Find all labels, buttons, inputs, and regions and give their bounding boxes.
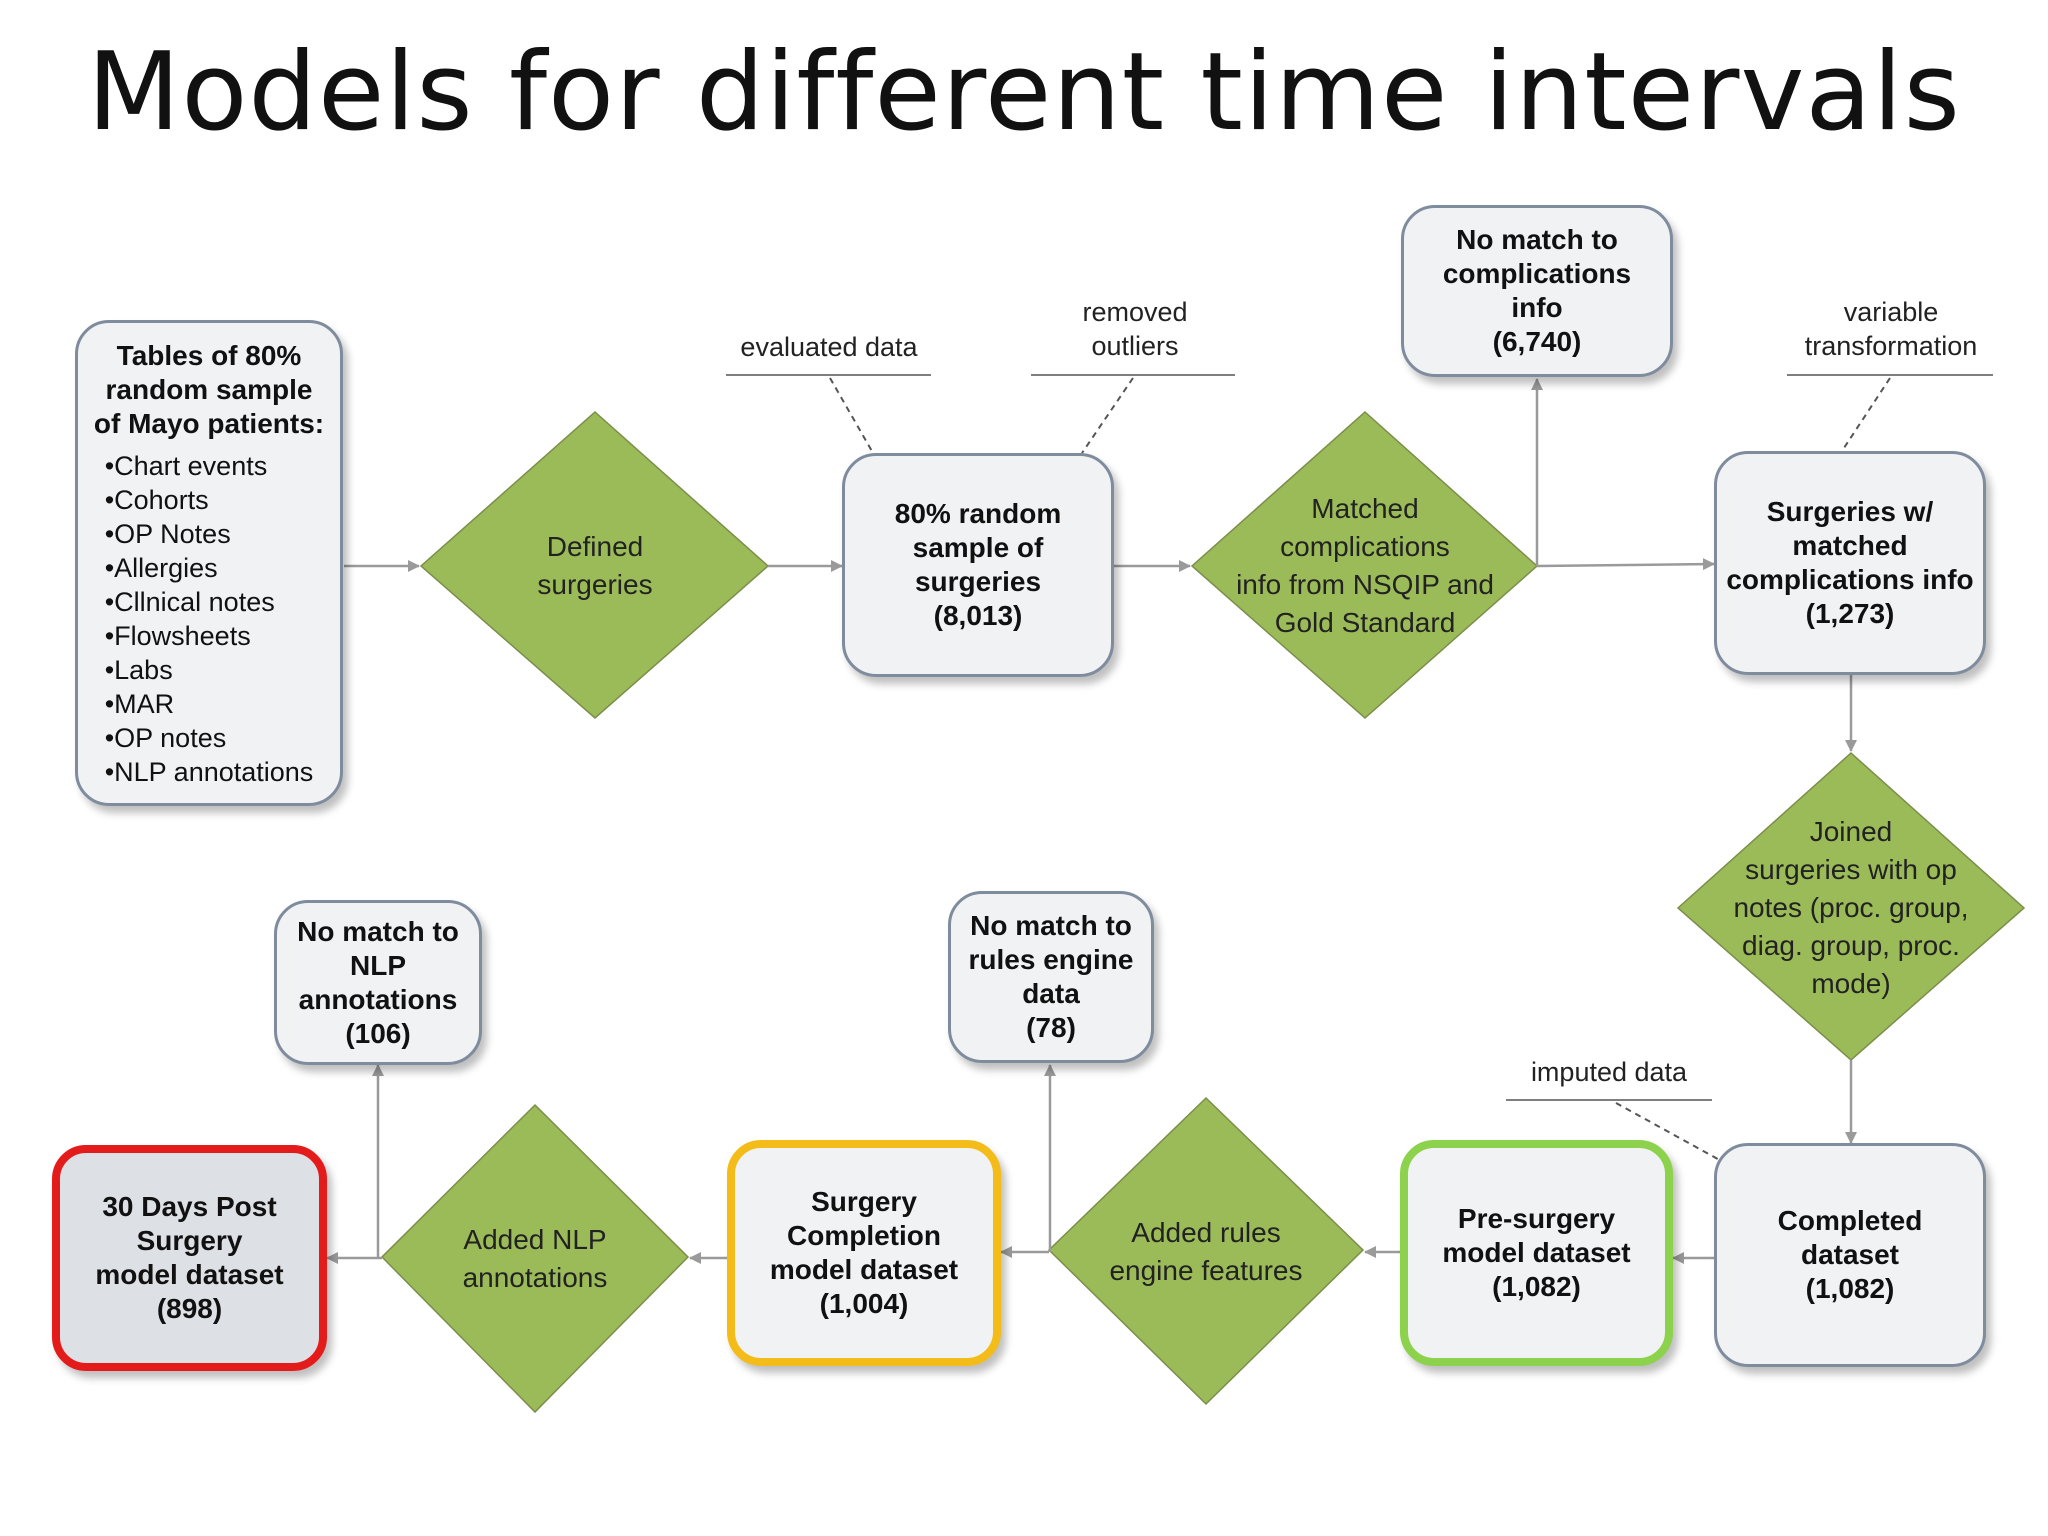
list-item: OP Notes bbox=[105, 517, 314, 551]
box-text-line: (1,082) bbox=[1492, 1271, 1581, 1302]
arrow-matched-to-surgeries bbox=[1536, 558, 1715, 571]
box-text-line: 80% random bbox=[894, 498, 1062, 529]
box-text-line: Pre-surgery bbox=[1457, 1203, 1616, 1234]
box-text-line: data bbox=[1022, 978, 1080, 1009]
surgeries-matched-box: Surgeries w/ matched complications info … bbox=[1714, 451, 1986, 675]
diamond-text-line: Added NLP bbox=[463, 1224, 607, 1255]
list-item: OP notes bbox=[105, 721, 314, 755]
box-text-line: Completed bbox=[1777, 1205, 1923, 1236]
box-text-line: (78) bbox=[1026, 1012, 1076, 1043]
list-item: Flowsheets bbox=[105, 619, 314, 653]
post-surgery-dataset-box: 30 Days Post Surgery model dataset (898) bbox=[52, 1145, 327, 1371]
box-text-line: complications info bbox=[1726, 564, 1974, 595]
sample-surgeries-box: 80% random sample of surgeries (8,013) bbox=[842, 453, 1114, 677]
diamond-text-line: notes (proc. group, bbox=[1733, 892, 1969, 923]
box-text-line: annotations bbox=[298, 983, 458, 1015]
diamond-text-line: annotations bbox=[462, 1262, 608, 1293]
box-text-line: Completion bbox=[787, 1220, 941, 1251]
box-text-line: complications bbox=[1442, 258, 1632, 289]
box-text-line: (1,082) bbox=[1805, 1273, 1895, 1304]
diamond-added-nlp bbox=[380, 1103, 690, 1414]
list-item: MAR bbox=[105, 687, 314, 721]
annotation-text: removed bbox=[1082, 297, 1188, 327]
source-list: Chart events Cohorts OP Notes Allergies … bbox=[105, 449, 314, 789]
box-text-line: (898) bbox=[156, 1293, 223, 1324]
diamond-text-line: Defined bbox=[546, 531, 644, 562]
diamond-text-line: mode) bbox=[1811, 968, 1891, 999]
box-text-line: No match to bbox=[970, 910, 1132, 941]
page-title: Models for different time intervals bbox=[87, 30, 1961, 155]
source-heading-line: random sample bbox=[105, 374, 313, 405]
diamond-matched-complications bbox=[1190, 410, 1539, 719]
annotation-text: variable bbox=[1843, 297, 1939, 327]
added-nlp-label: Added NLP annotations bbox=[425, 1193, 645, 1325]
box-text-line: (8,013) bbox=[933, 600, 1023, 631]
box-text-line: model dataset bbox=[1442, 1237, 1631, 1268]
no-match-nlp-box: No match to NLP annotations (106) bbox=[274, 900, 482, 1065]
diamond-text-line: surgeries with op bbox=[1745, 854, 1957, 885]
note-leader-variable bbox=[1841, 377, 1891, 452]
diamond-text-line: complications bbox=[1280, 531, 1450, 562]
box-text-line: Surgery bbox=[811, 1186, 917, 1217]
diamond-defined-surgeries bbox=[419, 410, 770, 719]
annotation-text: imputed data bbox=[1530, 1057, 1688, 1087]
annotation-text: transformation bbox=[1804, 331, 1978, 361]
box-text-line: model dataset bbox=[769, 1254, 959, 1285]
defined-surgeries-label: Defined surgeries bbox=[471, 500, 719, 632]
source-tables-box: Tables of 80% random sample of Mayo pati… bbox=[75, 320, 343, 806]
matched-complications-label: Matched complications info from NSQIP an… bbox=[1215, 476, 1515, 656]
diamond-text-line: Matched bbox=[1311, 493, 1419, 524]
box-text-line: (1,004) bbox=[819, 1288, 909, 1319]
box-text-line: model dataset bbox=[95, 1259, 284, 1290]
diamond-text-line: diag. group, proc. bbox=[1742, 930, 1960, 961]
box-text-line: Surgeries w/ bbox=[1766, 496, 1934, 527]
box-text-line: (6,740) bbox=[1492, 326, 1582, 357]
diamond-added-rules bbox=[1047, 1096, 1365, 1406]
note-leader-outliers bbox=[1081, 377, 1134, 454]
annotation-removed-outliers: removed outliers bbox=[1022, 295, 1248, 363]
list-item: Cohorts bbox=[105, 483, 314, 517]
box-text-line: No match to bbox=[1456, 224, 1618, 255]
no-match-complications-box: No match to complications info (6,740) bbox=[1401, 205, 1673, 377]
box-text-line: sample of bbox=[912, 532, 1044, 563]
list-item: NLP annotations bbox=[105, 755, 313, 789]
note-leader-evaluated bbox=[829, 377, 874, 454]
diamond-text-line: engine features bbox=[1109, 1255, 1303, 1286]
list-item: Cllnical notes bbox=[105, 585, 314, 619]
box-text-line: NLP bbox=[350, 949, 406, 981]
box-text-line: (106) bbox=[345, 1017, 411, 1049]
box-text-line: matched bbox=[1792, 530, 1908, 561]
list-item: Allergies bbox=[105, 551, 314, 585]
box-text-line: (1,273) bbox=[1805, 598, 1895, 629]
annotation-imputed-data: imputed data bbox=[1496, 1055, 1722, 1089]
note-leader-imputed bbox=[1615, 1102, 1726, 1164]
box-text-line: surgeries bbox=[914, 566, 1042, 597]
joined-surgeries-label: Joined surgeries with op notes (proc. gr… bbox=[1695, 810, 2007, 1006]
added-rules-label: Added rules engine features bbox=[1086, 1186, 1326, 1318]
list-item: Chart events bbox=[105, 449, 314, 483]
completed-dataset-box: Completed dataset (1,082) bbox=[1714, 1143, 1986, 1367]
diamond-text-line: Added rules bbox=[1131, 1217, 1281, 1248]
annotation-text: outliers bbox=[1091, 331, 1179, 361]
box-text-line: Surgery bbox=[136, 1225, 243, 1256]
annotation-text: evaluated data bbox=[740, 332, 918, 362]
pre-surgery-dataset-box: Pre-surgery model dataset (1,082) bbox=[1400, 1140, 1673, 1366]
diamond-text-line: Joined bbox=[1809, 816, 1893, 847]
box-text-line: info bbox=[1511, 292, 1563, 323]
box-text-line: rules engine bbox=[968, 944, 1134, 975]
source-heading-line: of Mayo patients: bbox=[93, 408, 325, 439]
diamond-text-line: surgeries bbox=[537, 569, 653, 600]
box-text-line: No match to bbox=[297, 915, 459, 947]
no-match-rules-box: No match to rules engine data (78) bbox=[948, 891, 1154, 1063]
completion-dataset-box: Surgery Completion model dataset (1,004) bbox=[727, 1140, 1001, 1366]
list-item: Labs bbox=[105, 653, 314, 687]
diamond-text-line: Gold Standard bbox=[1274, 607, 1456, 638]
source-heading-line: Tables of 80% bbox=[116, 340, 302, 371]
annotation-evaluated-data: evaluated data bbox=[716, 330, 942, 364]
diamond-text-line: info from NSQIP and bbox=[1236, 569, 1494, 600]
box-text-line: dataset bbox=[1800, 1239, 1900, 1270]
box-text-line: 30 Days Post bbox=[102, 1191, 277, 1222]
annotation-variable-transformation: variable transformation bbox=[1778, 295, 2004, 363]
